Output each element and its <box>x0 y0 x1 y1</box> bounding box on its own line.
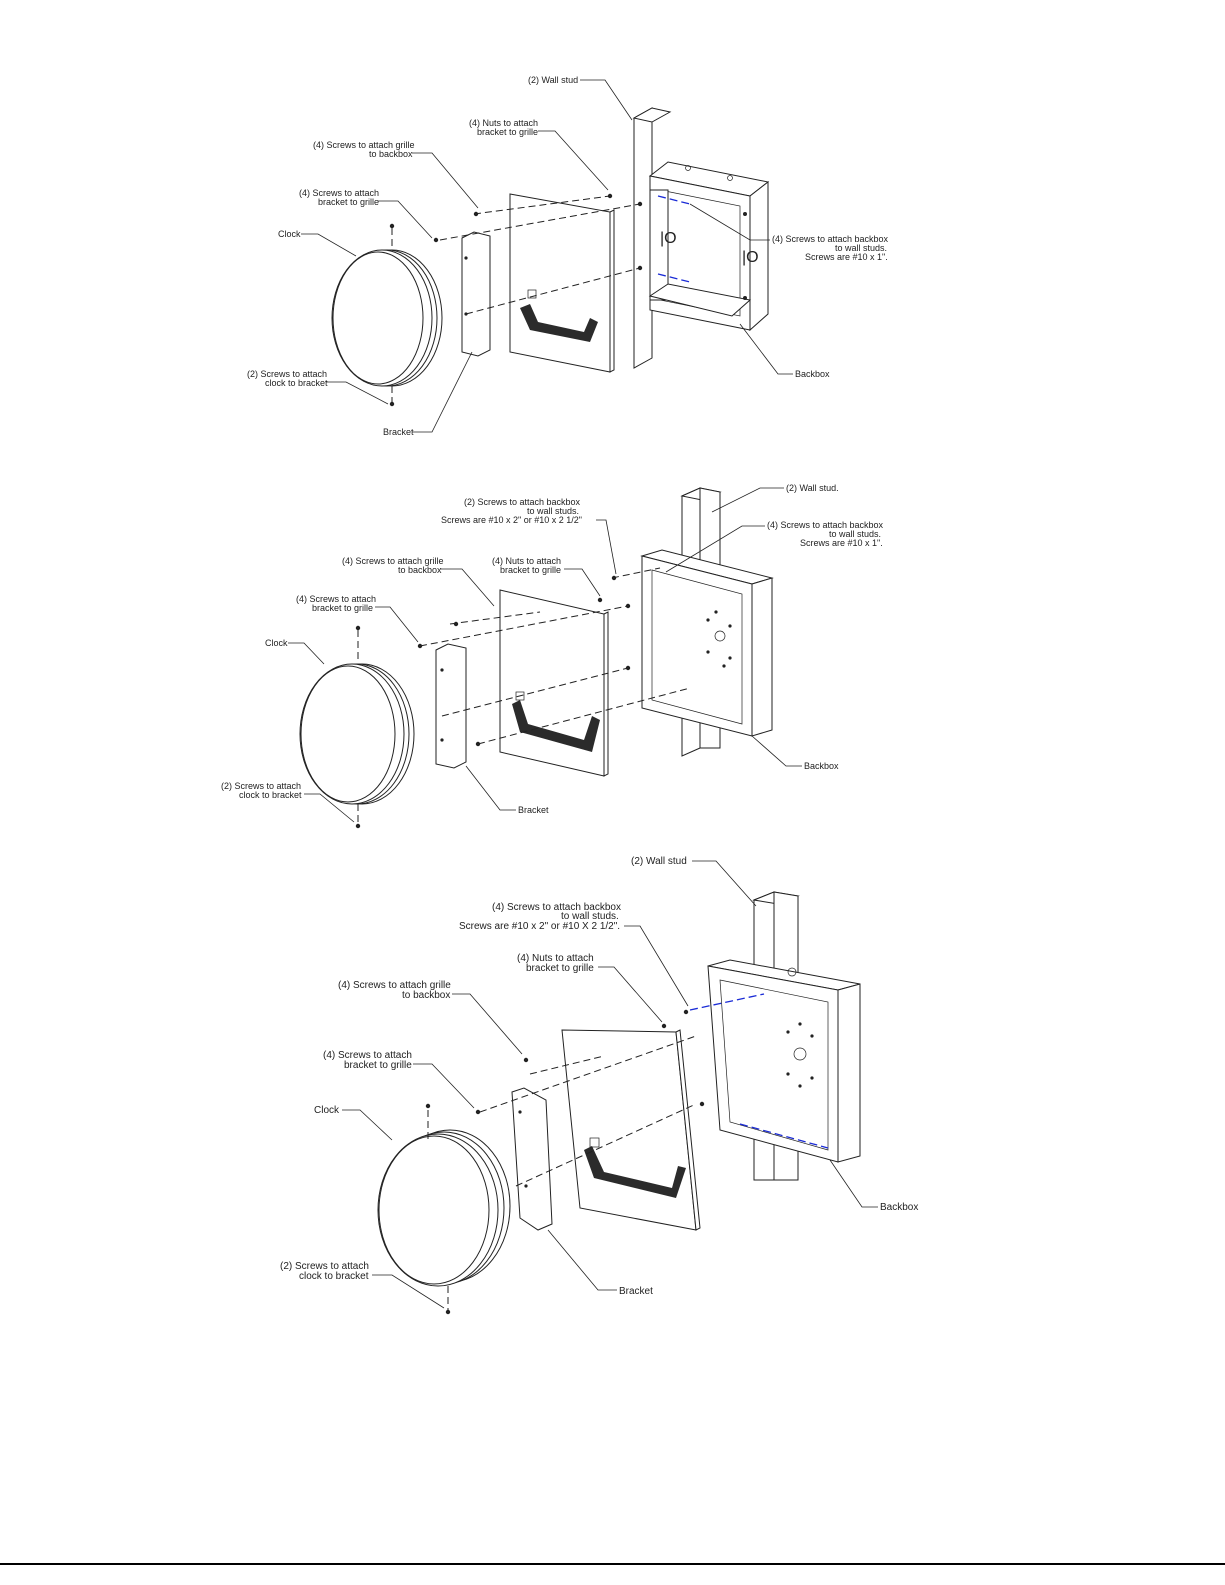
callout-screws-bracket-2: (4) Screws to attach bracket to grille <box>296 594 419 643</box>
diagram-2-semi-flush-mount: (2) Screws to attach backbox to wall stu… <box>221 483 884 829</box>
clock-2 <box>299 663 415 805</box>
svg-text:to backbox: to backbox <box>369 149 413 159</box>
callout-clock-1: Clock <box>278 229 357 257</box>
svg-text:to backbox: to backbox <box>402 990 450 1001</box>
wall-stud-1 <box>632 107 672 369</box>
svg-text:Clock: Clock <box>314 1105 340 1116</box>
callout-nuts-2: (4) Nuts to attach bracket to grille <box>492 556 601 597</box>
callout-screws-backbox-1: (4) Screws to attach backbox to wall stu… <box>689 203 889 262</box>
svg-text:bracket to grille: bracket to grille <box>344 1060 412 1071</box>
backbox-1: |O |O <box>648 161 770 332</box>
callout-backbox-2: Backbox <box>751 735 839 771</box>
svg-text:(2) Wall stud: (2) Wall stud <box>631 856 687 867</box>
svg-text:Clock: Clock <box>278 229 301 239</box>
svg-text:to wall studs.: to wall studs. <box>829 529 881 539</box>
svg-text:(4) Nuts to attach: (4) Nuts to attach <box>492 556 561 566</box>
svg-text:to backbox: to backbox <box>398 565 442 575</box>
svg-text:(4) Screws to attach: (4) Screws to attach <box>296 594 376 604</box>
svg-text:Bracket: Bracket <box>383 427 414 437</box>
svg-text:(2) Wall stud: (2) Wall stud <box>528 75 578 85</box>
svg-text:(2) Screws to attach: (2) Screws to attach <box>280 1261 369 1272</box>
callout-screws-bracket-1: (4) Screws to attach bracket to grille <box>299 188 433 239</box>
backbox-2 <box>640 549 774 737</box>
backbox-3 <box>689 959 861 1163</box>
svg-text:(4) Screws to attach: (4) Screws to attach <box>323 1050 412 1061</box>
bracket-3 <box>511 1087 553 1231</box>
callout-wall-stud-3: (2) Wall stud <box>631 856 757 907</box>
grille-2 <box>499 589 609 777</box>
svg-text:(4) Screws to attach: (4) Screws to attach <box>299 188 379 198</box>
svg-text:|O: |O <box>742 249 759 266</box>
callout-clock-2: Clock <box>265 638 325 665</box>
callout-screws-clock-1: (2) Screws to attach clock to bracket <box>247 369 389 405</box>
callout-screws-backbox-3: (4) Screws to attach backbox to wall stu… <box>459 902 689 1007</box>
svg-text:(4) Screws to attach grille: (4) Screws to attach grille <box>342 556 444 566</box>
bracket-2 <box>435 643 467 769</box>
svg-text:bracket to grille: bracket to grille <box>312 603 373 613</box>
callout-bracket-2: Bracket <box>465 765 549 815</box>
svg-text:(4) Screws to attach backbox: (4) Screws to attach backbox <box>492 902 621 913</box>
svg-text:(4) Nuts to attach: (4) Nuts to attach <box>469 118 538 128</box>
diagram-3-flush-mount: (2) Wall stud (4) Screws to attach backb… <box>280 856 918 1315</box>
svg-text:clock to bracket: clock to bracket <box>239 790 302 800</box>
svg-text:(4) Screws to attach grille: (4) Screws to attach grille <box>313 140 415 150</box>
callout-screws-studs-2: (2) Screws to attach backbox to wall stu… <box>441 497 617 575</box>
svg-text:bracket to grille: bracket to grille <box>477 127 538 137</box>
page-bottom-rule <box>0 1563 1225 1565</box>
callout-bracket-1: Bracket <box>383 351 473 437</box>
svg-text:to wall studs.: to wall studs. <box>561 911 619 922</box>
callout-screws-clock-3: (2) Screws to attach clock to bracket <box>280 1261 445 1309</box>
callout-screws-clock-2: (2) Screws to attach clock to bracket <box>221 781 355 823</box>
grille-3 <box>561 1029 701 1231</box>
clock-1 <box>331 249 443 387</box>
clock-3 <box>377 1129 511 1287</box>
svg-text:|O: |O <box>660 230 677 247</box>
callout-wall-stud-2: (2) Wall stud. <box>711 483 839 513</box>
svg-text:(2) Screws to attach: (2) Screws to attach <box>247 369 327 379</box>
svg-text:bracket to grille: bracket to grille <box>526 963 594 974</box>
callout-screws-bracket-3: (4) Screws to attach bracket to grille <box>323 1050 475 1109</box>
callout-backbox-1: Backbox <box>739 323 830 379</box>
svg-text:Screws are #10 x 1".: Screws are #10 x 1". <box>800 538 883 548</box>
svg-text:Bracket: Bracket <box>518 805 549 815</box>
svg-text:to wall studs.: to wall studs. <box>835 243 887 253</box>
bracket-1 <box>461 231 491 357</box>
svg-text:Clock: Clock <box>265 638 288 648</box>
callout-bracket-3: Bracket <box>547 1229 653 1297</box>
svg-text:(2) Screws to attach: (2) Screws to attach <box>221 781 301 791</box>
callout-clock-3: Clock <box>314 1105 393 1141</box>
callout-backbox-3: Backbox <box>829 1159 918 1213</box>
svg-text:Backbox: Backbox <box>880 1202 918 1213</box>
svg-text:clock to bracket: clock to bracket <box>299 1271 369 1282</box>
svg-text:(4) Nuts to attach: (4) Nuts to attach <box>517 953 594 964</box>
svg-text:bracket to grille: bracket to grille <box>318 197 379 207</box>
svg-text:Backbox: Backbox <box>804 761 839 771</box>
svg-text:(2) Wall stud.: (2) Wall stud. <box>786 483 839 493</box>
callout-screws-grille-2: (4) Screws to attach grille to backbox <box>342 556 495 607</box>
svg-text:Bracket: Bracket <box>619 1286 653 1297</box>
svg-text:Screws are #10 x 2" or #10 X 2: Screws are #10 x 2" or #10 X 2 1/2". <box>459 921 620 932</box>
callout-nuts-1: (4) Nuts to attach bracket to grille <box>469 118 609 191</box>
grille-1 <box>509 193 615 373</box>
svg-text:Backbox: Backbox <box>795 369 830 379</box>
diagram-1-surface-mount: |O |O <box>247 75 889 437</box>
callout-screws-grille-1: (4) Screws to attach grille to backbox <box>313 140 479 209</box>
callout-screws-grille-3: (4) Screws to attach grille to backbox <box>338 980 523 1055</box>
callout-screws-backbox-2: (4) Screws to attach backbox to wall stu… <box>665 520 884 573</box>
svg-text:Screws are #10 x 2" or #10 x 2: Screws are #10 x 2" or #10 x 2 1/2" <box>441 515 582 525</box>
callout-wall-stud-1: (2) Wall stud <box>528 75 633 121</box>
svg-text:(4) Screws to attach backbox: (4) Screws to attach backbox <box>772 234 889 244</box>
svg-text:bracket to grille: bracket to grille <box>500 565 561 575</box>
svg-text:Screws are #10 x 1".: Screws are #10 x 1". <box>805 252 888 262</box>
svg-text:to wall studs.: to wall studs. <box>527 506 579 516</box>
svg-text:(4) Screws to attach backbox: (4) Screws to attach backbox <box>767 520 884 530</box>
svg-text:(2) Screws to attach backbox: (2) Screws to attach backbox <box>464 497 581 507</box>
svg-text:(4) Screws to attach grille: (4) Screws to attach grille <box>338 980 451 991</box>
callout-nuts-3: (4) Nuts to attach bracket to grille <box>517 953 663 1023</box>
svg-text:clock to bracket: clock to bracket <box>265 378 328 388</box>
